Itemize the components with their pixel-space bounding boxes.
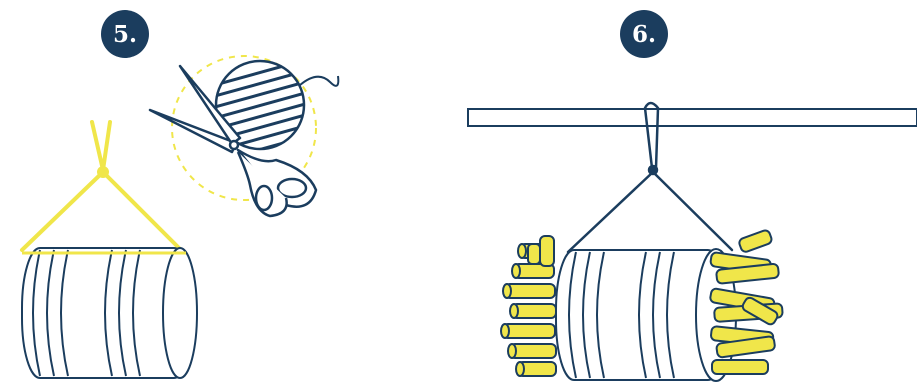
can-icon — [22, 248, 197, 378]
yellow-string-icon — [22, 122, 186, 262]
wooden-rod-icon — [468, 109, 917, 126]
yellow-rolls-icon — [501, 236, 556, 376]
yellow-rolls-inside-icon — [696, 229, 783, 381]
